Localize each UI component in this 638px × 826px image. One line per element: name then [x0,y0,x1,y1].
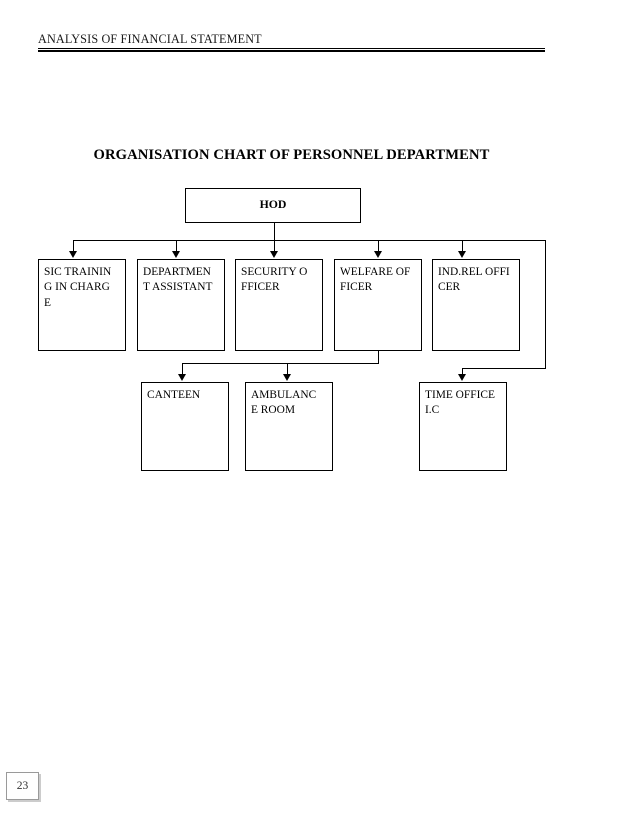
arrow-head-welfare [374,251,382,258]
page-number-value: 23 [16,780,29,792]
connector-right-bus-vertical [545,240,546,369]
arrow-head-ambulance [283,374,291,381]
connector-drop-sic [73,240,74,252]
connector-drop-security [274,240,275,252]
connector-drop-time-office [462,368,463,375]
org-node-label: DEPARTMENT ASSISTANT [143,266,213,294]
connector-welfare-stem [378,351,379,364]
arrow-head-time-office [458,374,466,381]
connector-time-office-run [462,368,546,369]
connector-level2-bus [182,363,379,364]
org-node-ambulance-room: AMBULANCE ROOM [245,382,333,471]
org-node-label: TIME OFFICE I.C [425,389,495,417]
connector-hod-stem [274,223,275,240]
header-rule-thick [38,50,545,52]
org-node-label: HOD [259,197,287,211]
org-node-label: CANTEEN [147,389,201,401]
org-node-sic-training-in-charge: SIC TRAINING IN CHARGE [38,259,126,351]
org-node-security-officer: SECURITY OFFICER [235,259,323,351]
connector-drop-ambulance [287,363,288,375]
org-node-canteen: CANTEEN [141,382,229,471]
connector-drop-canteen [182,363,183,375]
arrow-head-dept-asst [172,251,180,258]
org-node-welfare-officer: WELFARE OFFICER [334,259,422,351]
org-node-time-office-ic: TIME OFFICE I.C [419,382,507,471]
connector-drop-dept-asst [176,240,177,252]
org-node-label: SECURITY OFFICER [241,266,308,294]
connector-drop-welfare [378,240,379,252]
chart-title: ORGANISATION CHART OF PERSONNEL DEPARTME… [93,147,490,163]
org-node-department-assistant: DEPARTMENT ASSISTANT [137,259,225,351]
org-node-hod: HOD [185,188,361,223]
connector-level1-bus [73,240,546,241]
connector-drop-indrel [462,240,463,252]
arrow-head-indrel [458,251,466,258]
page-header-title: ANALYSIS OF FINANCIAL STATEMENT [38,32,262,46]
org-node-ind-rel-officer: IND.REL OFFICER [432,259,520,351]
arrow-head-canteen [178,374,186,381]
arrow-head-security [270,251,278,258]
org-node-label: IND.REL OFFICER [438,266,510,294]
org-node-label: WELFARE OFFICER [340,266,411,294]
page-number-badge: 23 [6,772,39,800]
arrow-head-sic [69,251,77,258]
org-node-label: SIC TRAINING IN CHARGE [44,266,112,309]
org-node-label: AMBULANCE ROOM [251,389,317,417]
header-rule-thin [38,48,545,49]
